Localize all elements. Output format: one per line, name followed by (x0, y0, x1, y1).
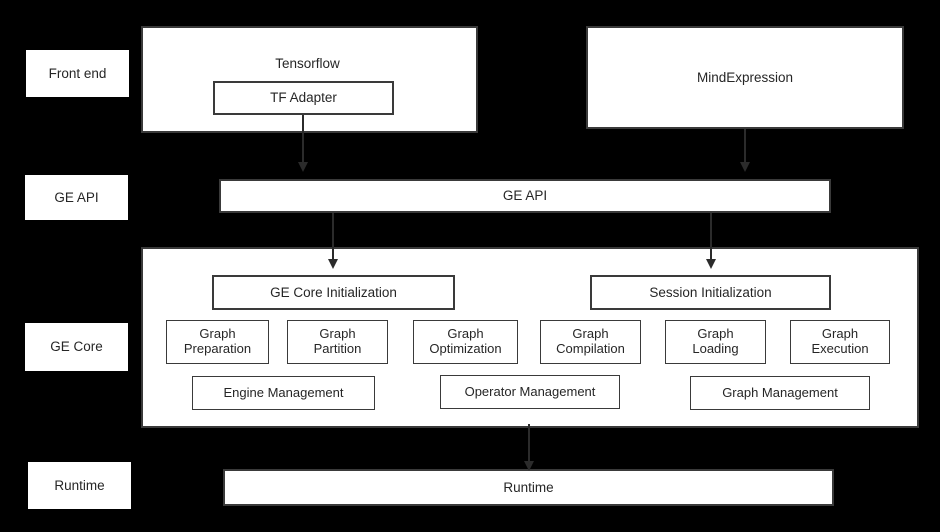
graph-optimization-line1: Graph (447, 326, 484, 342)
graph-management-box: Graph Management (690, 376, 870, 410)
connector-mindexpression-to-ge-api-line (744, 129, 746, 165)
graph-execution-box: Graph Execution (790, 320, 890, 364)
connector-mindexpression-to-ge-api-arrow (739, 162, 750, 172)
tier-label-ge-api-text: GE API (54, 189, 99, 205)
tier-label-front-end-text: Front end (48, 65, 107, 81)
session-initialization-label: Session Initialization (649, 284, 772, 300)
runtime-bar-label: Runtime (503, 479, 554, 495)
session-initialization-box: Session Initialization (590, 275, 831, 310)
graph-preparation-line2: Preparation (183, 341, 252, 356)
graph-preparation-line1: Graph (199, 326, 236, 342)
graph-compilation-line1: Graph (572, 326, 609, 342)
tensorflow-container (141, 26, 478, 133)
operator-management-label: Operator Management (464, 383, 596, 399)
graph-loading-line1: Graph (697, 326, 734, 342)
engine-management-label: Engine Management (223, 384, 344, 400)
connector-ge-api-to-session-init-line (710, 213, 712, 261)
tier-label-runtime: Runtime (28, 462, 131, 509)
tier-label-runtime-text: Runtime (54, 477, 105, 493)
graph-optimization-line2: Optimization (429, 341, 502, 356)
tier-label-ge-api: GE API (25, 175, 128, 220)
ge-core-initialization-box: GE Core Initialization (212, 275, 455, 310)
graph-compilation-box: Graph Compilation (540, 320, 641, 364)
graph-loading-line2: Loading (692, 341, 739, 356)
connector-ge-core-to-runtime-arrow (523, 461, 534, 471)
tier-label-ge-core-text: GE Core (50, 339, 103, 355)
graph-partition-box: Graph Partition (287, 320, 388, 364)
graph-compilation-line2: Compilation (556, 341, 625, 356)
graph-optimization-box: Graph Optimization (413, 320, 518, 364)
graph-loading-box: Graph Loading (665, 320, 766, 364)
connector-ge-api-to-ge-core-init-line (332, 213, 334, 261)
operator-management-box: Operator Management (440, 375, 620, 409)
ge-core-initialization-label: GE Core Initialization (270, 284, 397, 300)
tier-label-front-end: Front end (26, 50, 129, 97)
graph-management-label: Graph Management (722, 384, 838, 400)
runtime-bar: Runtime (223, 469, 834, 506)
graph-preparation-box: Graph Preparation (166, 320, 269, 364)
tensorflow-label: Tensorflow (275, 56, 340, 71)
connector-ge-core-to-runtime-line (528, 424, 530, 464)
graph-execution-line2: Execution (811, 341, 869, 356)
connector-tf-adapter-to-ge-api-arrow (297, 162, 308, 172)
ge-api-bar: GE API (219, 179, 831, 213)
tf-adapter-label: TF Adapter (270, 90, 337, 106)
graph-execution-line1: Graph (821, 326, 859, 342)
engine-management-box: Engine Management (192, 376, 375, 410)
graph-partition-line1: Graph (319, 326, 356, 342)
tf-adapter-box: TF Adapter (213, 81, 394, 115)
tier-label-ge-core: GE Core (25, 323, 128, 371)
connector-tf-adapter-to-ge-api-line (302, 115, 304, 165)
mindexpression-label: MindExpression (696, 69, 794, 85)
connector-ge-api-to-session-init-arrow (705, 259, 716, 269)
ge-api-bar-label: GE API (502, 188, 548, 204)
graph-partition-line2: Partition (313, 341, 362, 356)
mindexpression-box: MindExpression (586, 26, 904, 129)
connector-ge-api-to-ge-core-init-arrow (327, 259, 338, 269)
